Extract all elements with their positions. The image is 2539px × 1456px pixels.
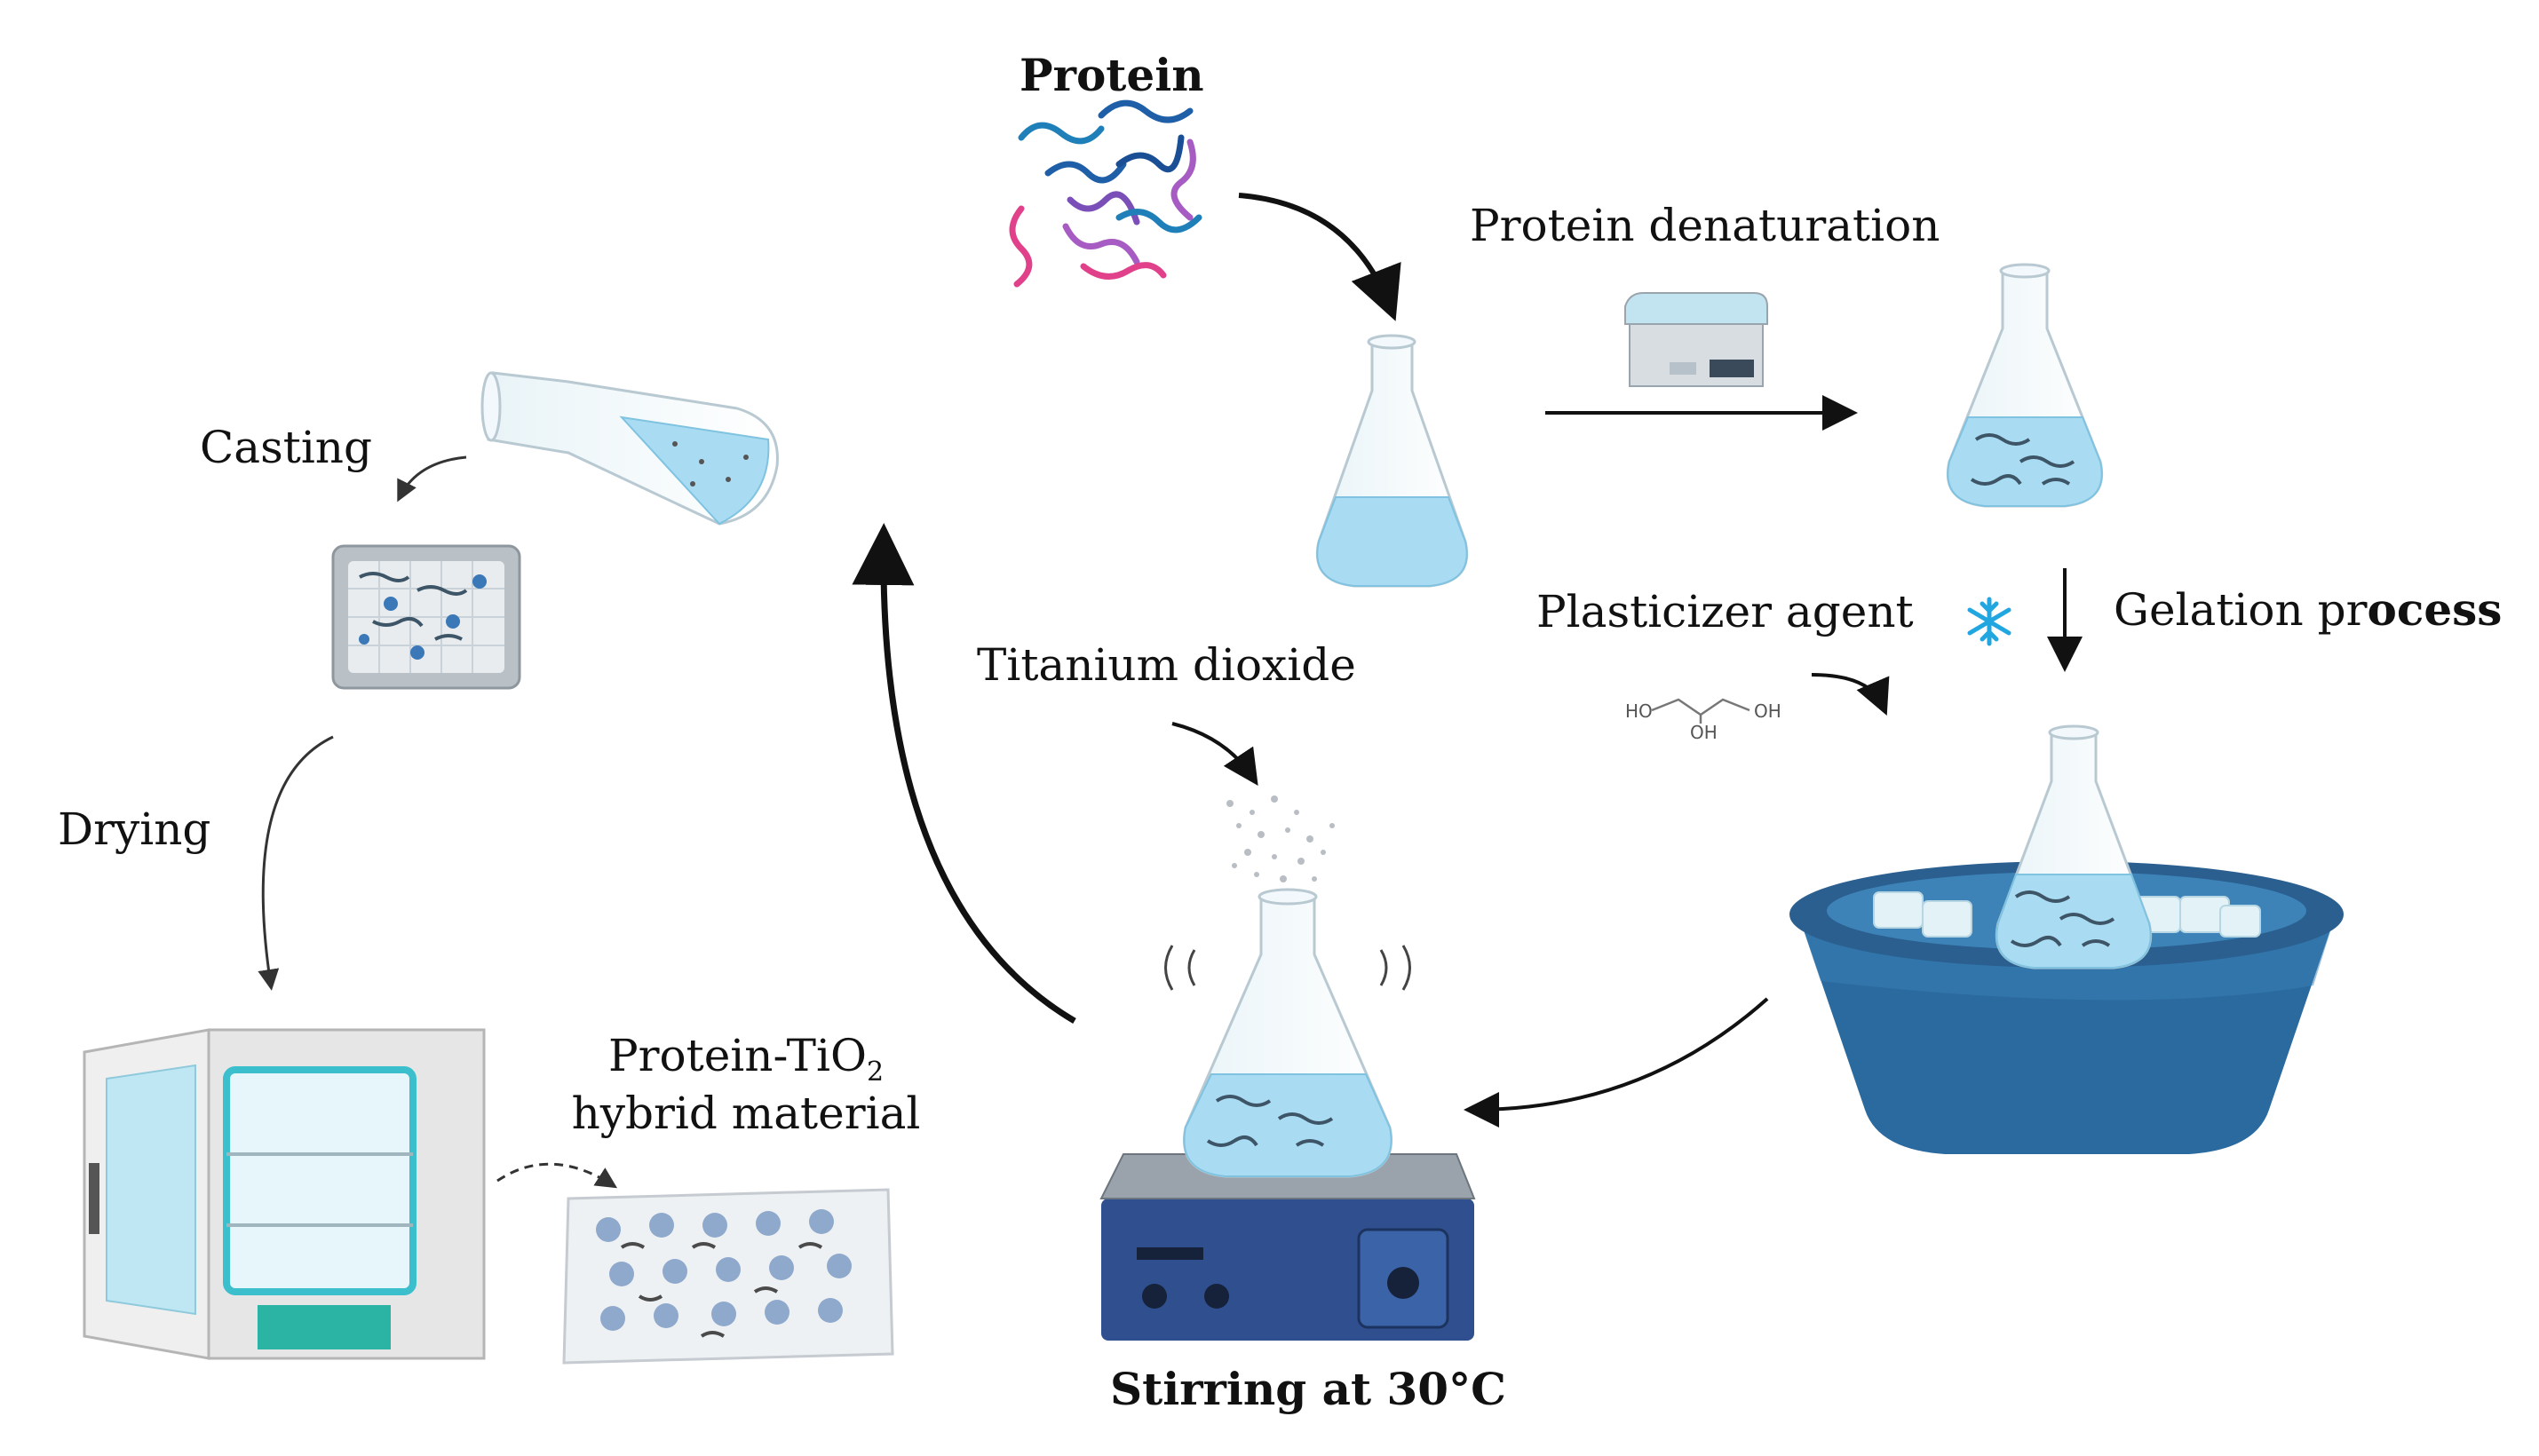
water-bath (1624, 292, 1768, 387)
snowflake-icon (1967, 597, 2011, 646)
label-gelation-process-pre: Gelation pr (2114, 584, 2368, 636)
label-plasticizer-agent: Plasticizer agent (1536, 586, 1914, 637)
label-protein: Protein (1020, 49, 1204, 101)
arrows (258, 193, 2083, 1189)
titanium-dioxide-particles (1226, 795, 1335, 882)
flask-denatured (1946, 263, 2104, 508)
glycerol-ho-left: HO (1625, 700, 1653, 722)
arrow-hybrid (496, 1162, 618, 1189)
arrow-drying (258, 735, 334, 991)
arrow-tio2 (1171, 722, 1258, 786)
arrow-basin-to-stirrer (1464, 997, 1769, 1128)
arrow-plasticizer (1811, 673, 1890, 716)
label-protein-denaturation: Protein denaturation (1470, 200, 1940, 251)
label-hybrid-line1-sub: 2 (866, 1056, 885, 1088)
flask-casting (480, 371, 779, 526)
casting-tray (331, 544, 521, 690)
protein-strands (1009, 99, 1202, 288)
drying-oven (83, 1028, 486, 1360)
label-gelation-process-bold: ocess (2367, 583, 2503, 636)
glycerol-oh-right: OH (1754, 700, 1781, 722)
glycerol-oh-mid: OH (1690, 722, 1718, 743)
label-drying: Drying (58, 803, 211, 855)
label-hybrid-line1-pre: Protein-TiO (607, 1030, 867, 1081)
label-stirring: Stirring at 30°C (1110, 1363, 1506, 1415)
arrow-stirrer-to-casting (852, 523, 1076, 1025)
flask-stirring (1183, 888, 1392, 1178)
label-hybrid-line2: hybrid material (571, 1088, 921, 1139)
magnetic-stirrer (1099, 1153, 1476, 1341)
vibration-lines (1164, 945, 1411, 991)
hybrid-film (562, 1188, 894, 1365)
label-hybrid-line1: Protein-TiO2 (568, 1030, 924, 1088)
label-gelation-process: Gelation process (2114, 583, 2502, 636)
flask-initial (1315, 334, 1469, 588)
glycerol-structure: HO OH OH (1625, 698, 1781, 743)
label-titanium-dioxide: Titanium dioxide (977, 639, 1356, 691)
flask-gelation (1995, 724, 2153, 969)
arrow-casting (397, 455, 467, 502)
label-casting: Casting (200, 422, 373, 473)
arrow-protein-to-flask (1238, 193, 1401, 321)
label-hybrid-material: Protein-TiO2 hybrid material (568, 1030, 924, 1139)
